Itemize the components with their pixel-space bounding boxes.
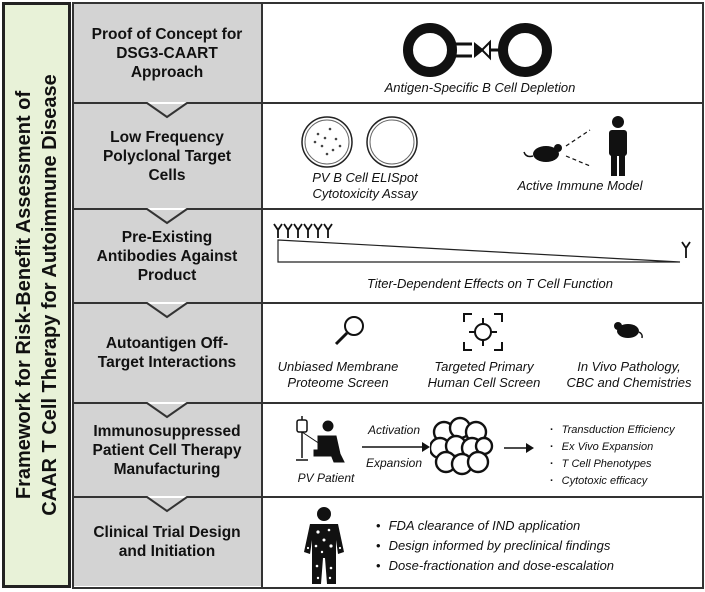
cell-cluster-icon [430, 416, 494, 476]
process-arrow [362, 442, 430, 452]
row-label-5: Immunosuppressed Patient Cell Therapy Ma… [73, 404, 261, 496]
bullet-item: Ex Vivo Expansion [550, 439, 700, 456]
elispot-wells [301, 116, 418, 168]
antibody-small-icon [681, 241, 691, 258]
titer-gradient-icon [277, 239, 681, 263]
row-label-3: Pre-Existing Antibodies Against Product [73, 210, 261, 302]
immune-model [523, 116, 627, 176]
magnifier-icon [334, 316, 364, 346]
row4-caption-2: Targeted Primary Human Cell Screen [427, 359, 541, 390]
row2-caption-right: Active Immune Model [517, 178, 643, 193]
patient-infusion-icon [296, 416, 345, 463]
bullet-item: Cytotoxic efficacy [550, 473, 700, 490]
antibody-icon [273, 223, 333, 238]
sidebar-title-box: Framework for Risk-Benefit Assessment of… [2, 2, 71, 588]
row-label-2-text: Low Frequency Polyclonal Target Cells [102, 128, 232, 184]
elispot-well-icon [301, 116, 353, 168]
row-label-2: Low Frequency Polyclonal Target Cells [73, 104, 261, 208]
bullet-item: Design informed by preclinical findings [376, 536, 696, 556]
row-label-1: Proof of Concept for DSG3-CAART Approach [73, 4, 261, 102]
bullet-item: FDA clearance of IND application [376, 516, 696, 536]
bullet-item: T Cell Phenotypes [550, 456, 700, 473]
row2-caption-left: PV B Cell ELISpot Cytotoxicity Assay [312, 170, 418, 201]
row-label-3-text: Pre-Existing Antibodies Against Product [96, 228, 238, 284]
patient-label: PV Patient [297, 471, 355, 485]
row4-caption-1: Unbiased Membrane Proteome Screen [277, 359, 399, 390]
titer-gradient [273, 223, 691, 263]
row-label-1-text: Proof of Concept for DSG3-CAART Approach [91, 25, 243, 81]
mouse-icon [614, 322, 643, 339]
empty-well-icon [366, 116, 418, 168]
bullet-item: Dose-fractionation and dose-escalation [376, 556, 696, 576]
row-label-4-text: Autoantigen Off- Target Interactions [97, 335, 237, 371]
row1-caption: Antigen-Specific B Cell Depletion [384, 80, 576, 95]
mouse-icon [523, 144, 562, 162]
row3-caption: Titer-Dependent Effects on T Cell Functi… [366, 276, 614, 291]
row-label-6-text: Clinical Trial Design and Initiation [93, 524, 241, 560]
patient-body-icon [304, 507, 344, 584]
row-label-4: Autoantigen Off- Target Interactions [73, 304, 261, 402]
manufacturing-bullets: Transduction Efficiency Ex Vivo Expansio… [550, 422, 700, 490]
row4-caption-3: In Vivo Pathology, CBC and Chemistries [566, 359, 692, 390]
arrow-top-label: Activation [367, 423, 421, 437]
row-label-6: Clinical Trial Design and Initiation [73, 498, 261, 586]
bullet-item: Transduction Efficiency [550, 422, 700, 439]
arrow-bottom-label: Expansion [365, 456, 423, 470]
cell-binding-icon [403, 23, 552, 77]
person-icon [609, 116, 627, 176]
target-icon [463, 313, 503, 351]
clinical-bullets: FDA clearance of IND application Design … [376, 516, 696, 576]
arrow-icon [504, 443, 534, 453]
row-label-5-text: Immunosuppressed Patient Cell Therapy Ma… [92, 422, 242, 478]
